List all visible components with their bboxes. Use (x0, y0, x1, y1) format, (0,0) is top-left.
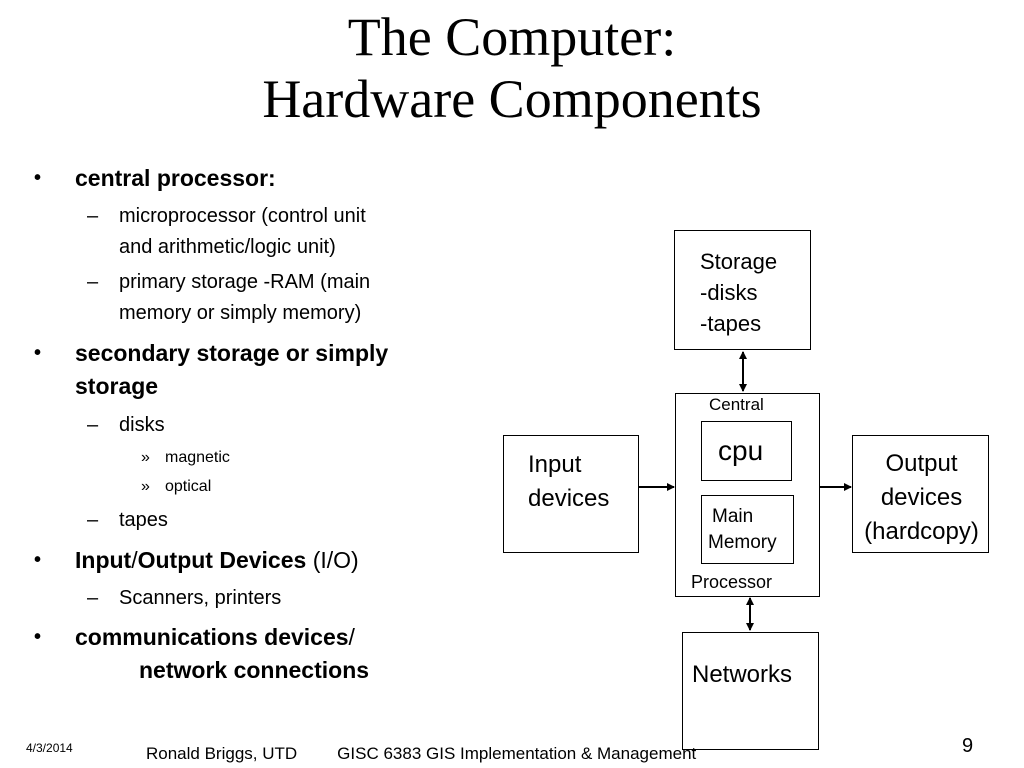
bullet-dot-icon: • (34, 342, 42, 364)
bullet-label-line-1: secondary storage or simply (75, 340, 389, 366)
bullet-dot-icon: • (34, 626, 42, 648)
bullet-label-slash: / (348, 624, 355, 650)
output-devices-box: Output devices (hardcopy) (852, 435, 989, 553)
bullet-dot-icon: • (34, 549, 42, 571)
cpu-box: cpu (701, 421, 792, 481)
bullet-dot-icon: • (34, 167, 42, 189)
footer-author: Ronald Briggs, UTD (146, 744, 298, 763)
dash-icon: – (87, 509, 99, 531)
bullet-label-line-2: network connections (139, 657, 370, 683)
dash-icon: – (87, 271, 99, 293)
slide-title: The Computer: Hardware Components (0, 6, 1024, 130)
processor-label: Processor (691, 572, 773, 592)
page-number: 9 (962, 735, 974, 757)
bullet-label-output: Output Devices (137, 547, 307, 573)
subitem-line-1: primary storage -RAM (main (119, 271, 371, 293)
storage-label: Storage (700, 249, 778, 274)
dash-icon: – (87, 587, 99, 609)
input-devices-box: Input devices (503, 435, 639, 553)
dash-icon: – (87, 414, 99, 436)
networks-box: Networks (682, 632, 819, 750)
bullet-label-input: Input (75, 547, 132, 573)
main-memory-box: Main Memory (701, 495, 794, 564)
subitem-line-2: memory or simply memory) (119, 302, 362, 324)
subsubitem-text: optical (165, 478, 212, 495)
title-line-1: The Computer: (347, 7, 677, 67)
subsubitem-text: magnetic (165, 449, 230, 466)
hardcopy-label: (hardcopy) (864, 518, 979, 545)
raquo-icon: » (141, 449, 150, 466)
memory-label: Memory (708, 532, 777, 553)
subitem-line-1: microprocessor (control unit (119, 205, 366, 227)
cpu-label: cpu (718, 435, 764, 466)
footer-date: 4/3/2014 (26, 741, 73, 755)
subitem-text: Scanners, printers (119, 587, 282, 609)
raquo-icon: » (141, 478, 150, 495)
title-line-2: Hardware Components (262, 69, 762, 129)
input-label: Input (528, 451, 582, 478)
storage-tapes-label: -tapes (700, 311, 762, 336)
input-devices-label: devices (528, 485, 610, 512)
subitem-text: disks (119, 414, 165, 436)
storage-disks-label: -disks (700, 280, 758, 305)
subitem-text: tapes (119, 509, 168, 531)
bullet-label-slash: / (131, 547, 138, 573)
output-label: Output (885, 450, 958, 477)
footer-course: GISC 6383 GIS Implementation & Managemen… (337, 744, 697, 763)
bullet-label-io: (I/O) (306, 547, 359, 573)
subitem-line-2: and arithmetic/logic unit) (119, 236, 336, 258)
bullet-label: central processor: (75, 165, 276, 191)
storage-box: Storage -disks -tapes (674, 230, 811, 350)
central-label: Central (709, 395, 764, 414)
networks-label: Networks (692, 661, 793, 688)
bullet-label-line-2: storage (75, 373, 159, 399)
dash-icon: – (87, 205, 99, 227)
footer-info: Ronald Briggs, UTD GISC 6383 GIS Implemen… (146, 744, 696, 764)
bullet-label-line-1: communications devices (75, 624, 349, 650)
central-processor-box: Central cpu Main Memory Processor (675, 393, 820, 597)
main-label: Main (712, 506, 754, 527)
output-devices-label: devices (880, 484, 963, 511)
